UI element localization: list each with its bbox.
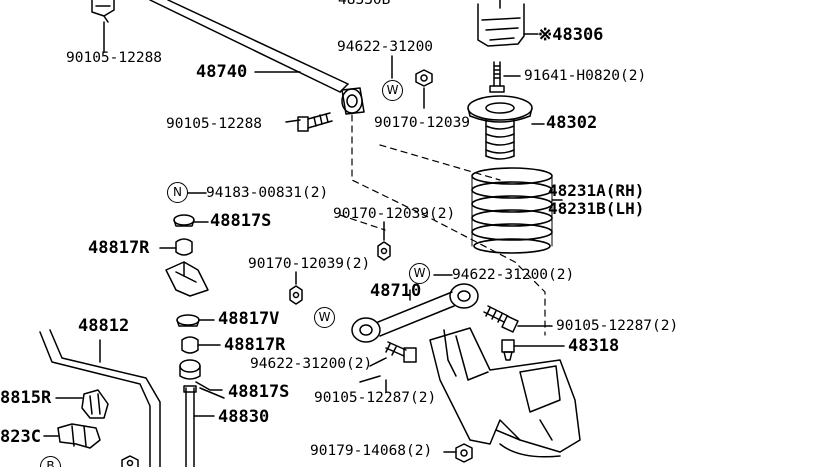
- label-48231a: 48231A(RH): [548, 181, 645, 200]
- label-48817s-top: 48817S: [210, 211, 272, 231]
- bushing-48817r-mid: [181, 336, 221, 354]
- label-90170-12039: 90170-12039: [374, 115, 471, 131]
- label-90179-14068: 90179-14068(2): [310, 443, 433, 459]
- label-48318: 48318: [568, 336, 620, 356]
- upper-control-arm-48740: [149, 0, 365, 115]
- label-48817r-top: 48817R: [88, 238, 150, 258]
- label-94622-31200-2b: 94622-31200(2): [250, 356, 373, 372]
- label-48815r: 8815R: [0, 388, 52, 408]
- label-48817s-mid: 48817S: [228, 382, 290, 402]
- label-48231b: 48231B(LH): [548, 199, 645, 218]
- coil-spring-48231: [471, 167, 553, 254]
- bolt-90105-12287-lower: [369, 341, 417, 393]
- label-48740: 48740: [196, 62, 248, 82]
- label-48817r-mid: 48817R: [224, 335, 286, 355]
- label-48330b: 48330B: [338, 0, 391, 8]
- nut-90179-14068: [443, 443, 473, 463]
- label-48823c: 823C: [0, 427, 41, 447]
- bushing-48817r-top: [159, 238, 209, 297]
- nut-90170-12039-top: [415, 69, 433, 109]
- label-90105-12287-2a: 90105-12287(2): [556, 318, 679, 334]
- link-rod-48830: [183, 385, 215, 467]
- bushing-48817v: [176, 314, 215, 327]
- bolt-90105-12287-right: [483, 305, 553, 333]
- lower-control-arm-48710: [351, 283, 479, 343]
- bump-stop-48318: [501, 339, 565, 361]
- bolt-91641-h0820: [489, 61, 521, 93]
- bolt-top-left: [91, 0, 115, 23]
- bump-stopper-48306: [477, 0, 525, 47]
- label-94622-31200: 94622-31200: [337, 39, 434, 55]
- leader-48817s-mid: [199, 387, 225, 399]
- label-48302: 48302: [546, 113, 598, 133]
- label-48812: 48812: [78, 316, 130, 336]
- nut-n-icon: N: [167, 182, 188, 203]
- bushing-48815r: [55, 389, 109, 419]
- washer-w-icon: W: [382, 80, 403, 101]
- label-90170-12039-2a: 90170-12039(2): [333, 206, 456, 222]
- label-94622-31200-2a: 94622-31200(2): [452, 267, 575, 283]
- nut-90170-12039-a: [377, 221, 391, 261]
- nut-90170-12039-b: [289, 271, 303, 305]
- label-94183-00831: 94183-00831(2): [206, 185, 329, 201]
- label-90105-12287-2b: 90105-12287(2): [314, 390, 437, 406]
- nut-bottom-left: [121, 455, 139, 467]
- label-48306: ※48306: [538, 25, 604, 45]
- label-48817v: 48817V: [218, 309, 280, 329]
- stabilizer-bar-48812: [39, 329, 161, 467]
- bracket-48823c: [43, 423, 101, 449]
- washer-w-icon-2: W: [409, 263, 430, 284]
- label-91641-h0820: 91641-H0820(2): [524, 68, 647, 84]
- label-90105-12288-mid: 90105-12288: [166, 116, 263, 132]
- label-48710: 48710: [370, 281, 422, 301]
- bolt-90105-12288-mid: [285, 112, 333, 132]
- label-48830: 48830: [218, 407, 270, 427]
- bushing-48817s-top: [173, 214, 209, 227]
- label-90105-12288-top: 90105-12288: [66, 50, 163, 66]
- washer-w-icon-3: W: [314, 307, 335, 328]
- axle-housing: [429, 327, 581, 458]
- leader-90105-12287-b: [359, 375, 381, 383]
- label-90170-12039-2b: 90170-12039(2): [248, 256, 371, 272]
- bushing-48817s-mid: [179, 359, 223, 391]
- spring-insulator-48302: [467, 95, 533, 160]
